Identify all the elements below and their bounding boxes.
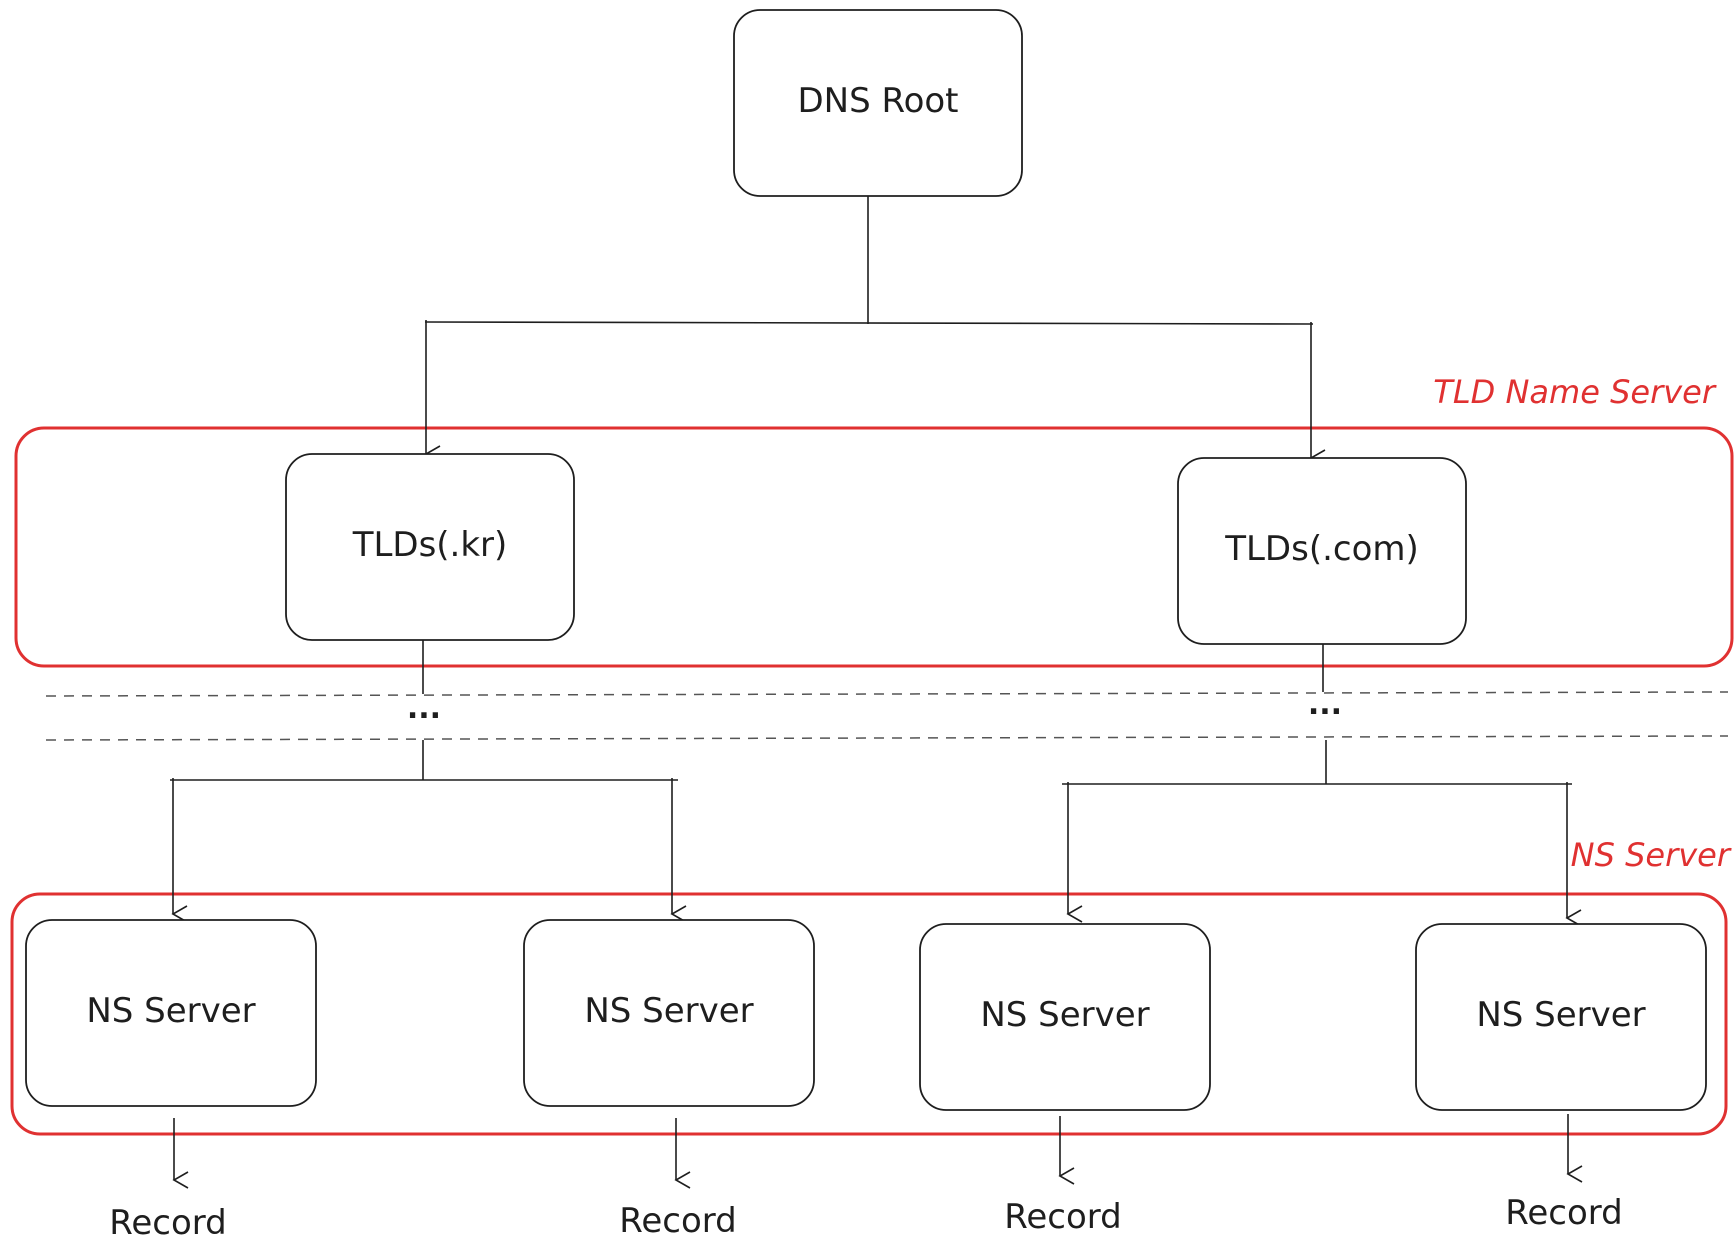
tld-kr-label: TLDs(.kr): [352, 525, 508, 565]
record-label-1: Record: [109, 1203, 226, 1243]
ns-group-frame: [10, 892, 1728, 1136]
ellipsis-right: ...: [1308, 687, 1342, 722]
ellipsis-left: ...: [407, 691, 441, 726]
tld-group-label: TLD Name Server: [1433, 373, 1717, 411]
dashed-separator-bottom: [45, 735, 1729, 741]
root-branch: [424, 321, 1314, 325]
ns-server-node-2: [523, 919, 815, 1107]
ns-server-node-3: [919, 923, 1211, 1111]
tld-kr-node: [285, 453, 575, 641]
ns-server-node-1: [25, 919, 317, 1107]
tld-com-label: TLDs(.com): [1224, 529, 1419, 569]
ns-server-label-3: NS Server: [980, 995, 1149, 1035]
record-label-3: Record: [1004, 1197, 1121, 1237]
tld-com-node: [1177, 457, 1467, 645]
tld-group-frame: [14, 426, 1734, 668]
ns-server-label-1: NS Server: [86, 991, 255, 1031]
record-label-4: Record: [1505, 1193, 1622, 1233]
dns-root-label: DNS Root: [797, 81, 958, 121]
dashed-separator-top: [45, 691, 1729, 697]
ns-server-label-2: NS Server: [584, 991, 753, 1031]
ns-server-node-4: [1415, 923, 1707, 1111]
dns-root-node: [733, 9, 1023, 197]
ns-group-label: NS Server: [1571, 836, 1732, 874]
record-label-2: Record: [619, 1201, 736, 1241]
ns-server-label-4: NS Server: [1476, 995, 1645, 1035]
